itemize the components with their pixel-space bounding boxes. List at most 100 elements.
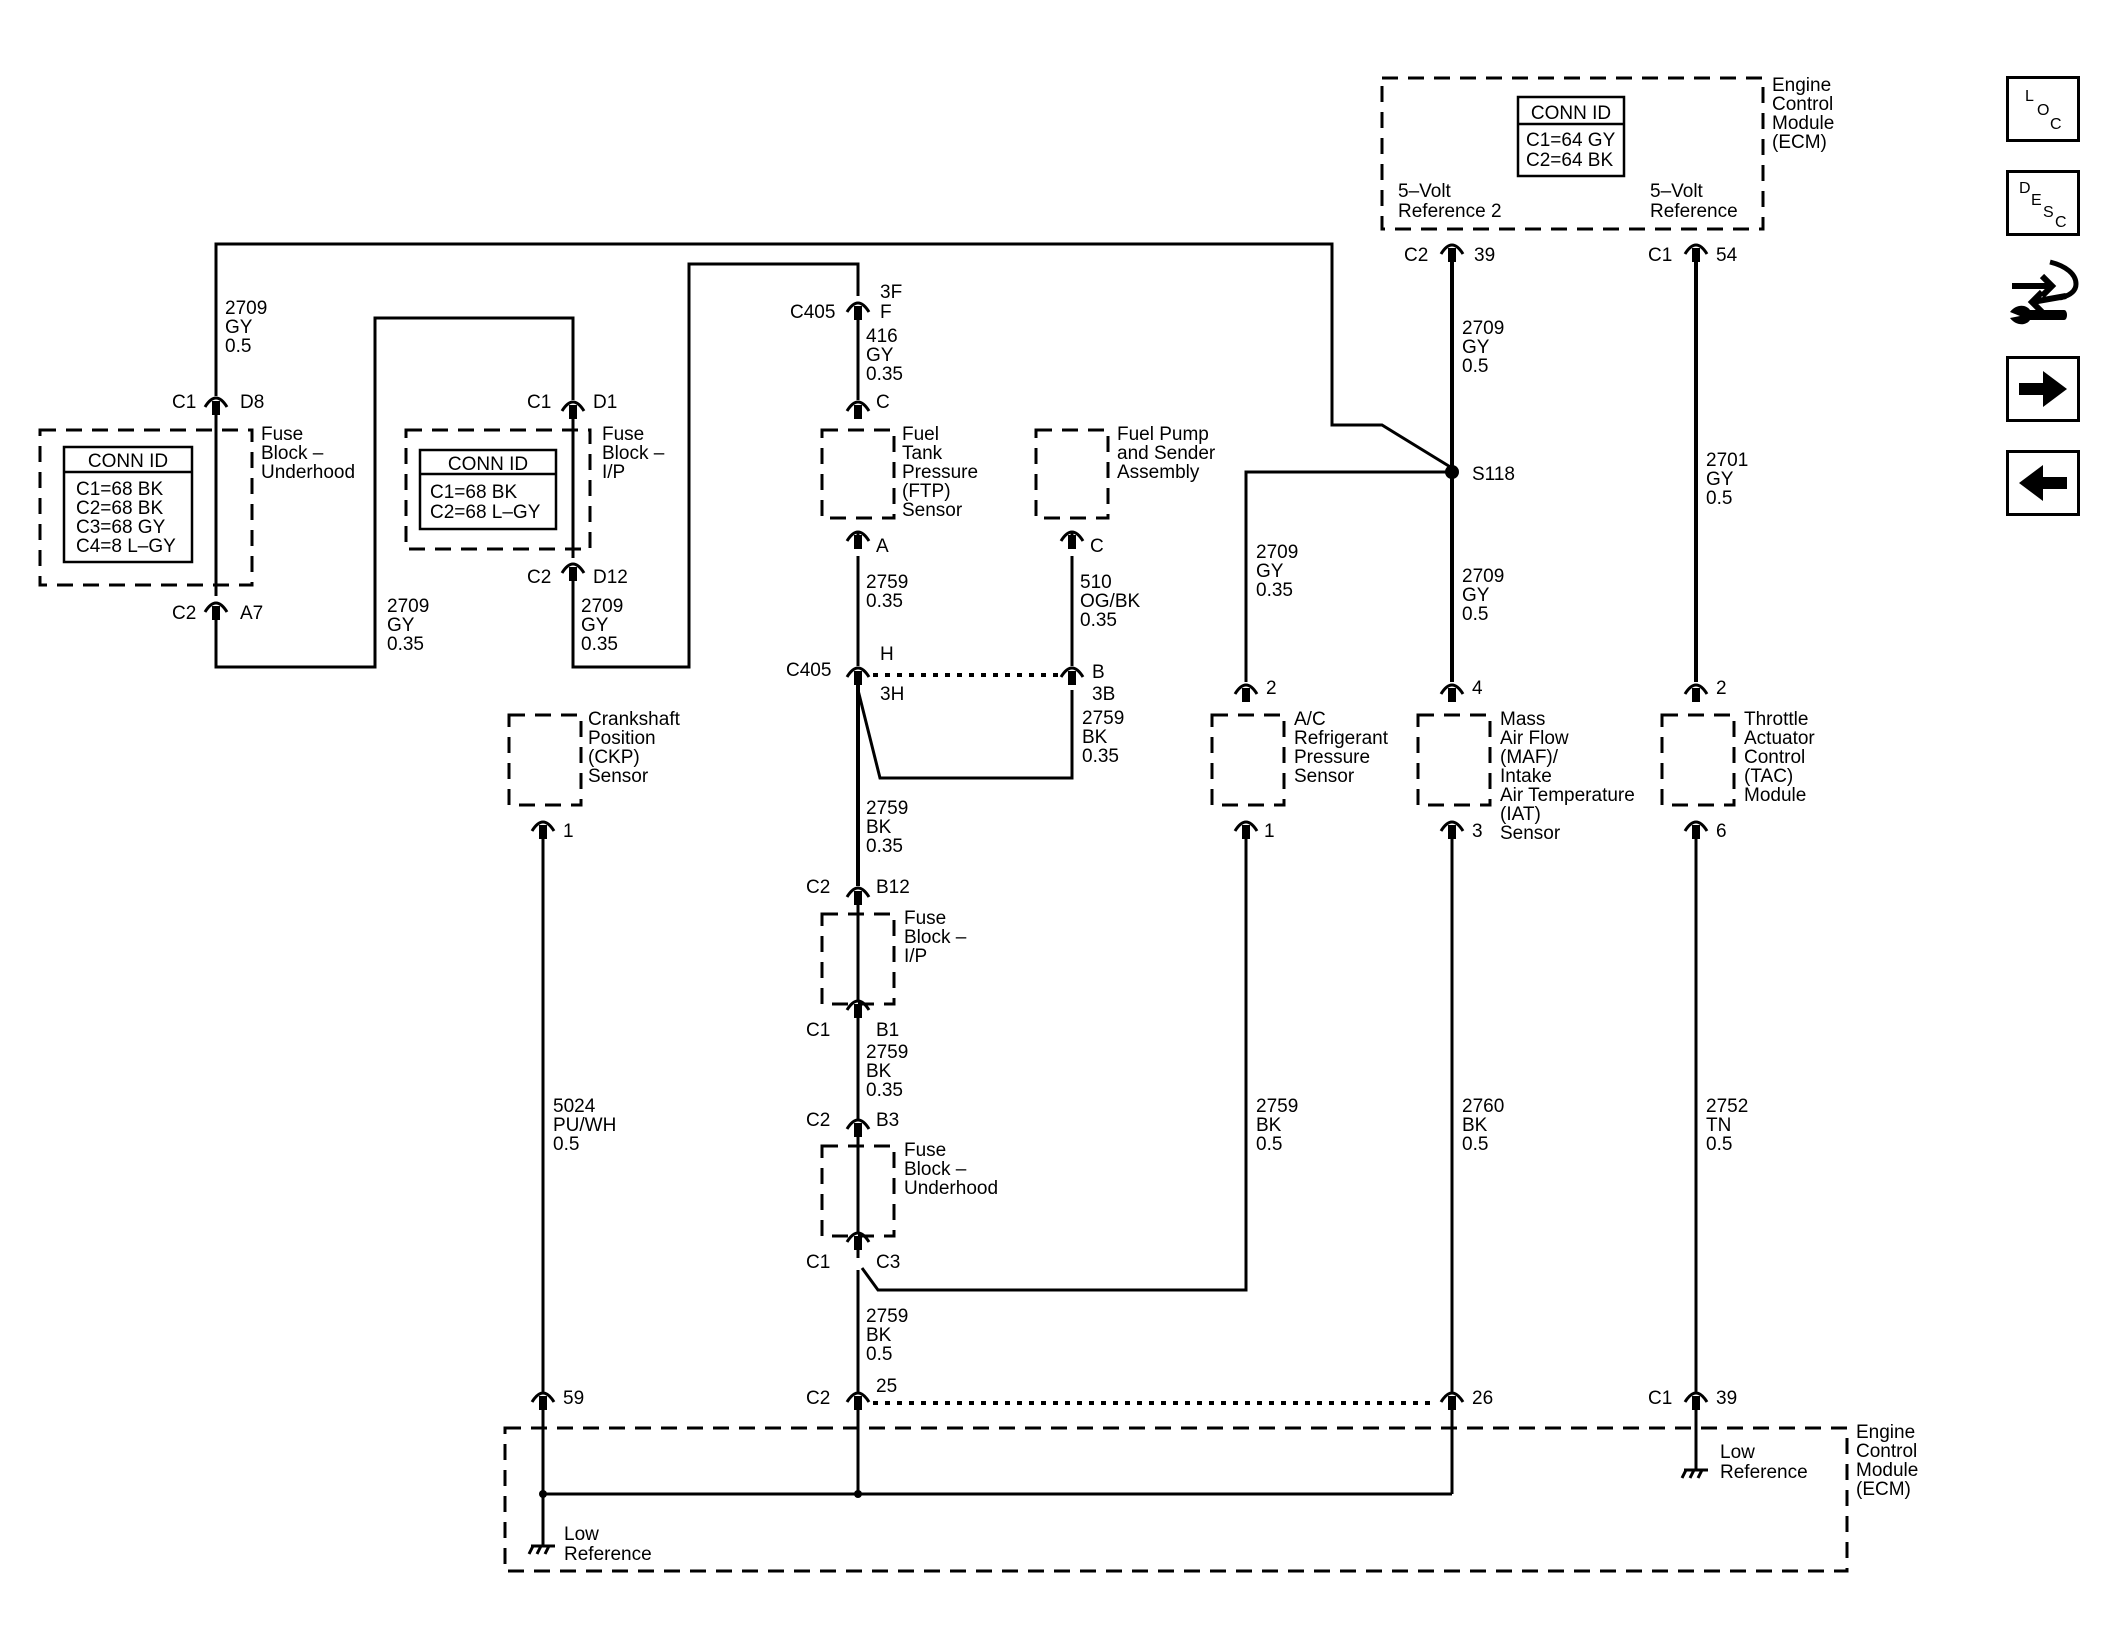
wires — [214, 242, 1698, 1546]
connector-terminal — [1683, 243, 1709, 262]
fb-ip-title: Fuse — [602, 424, 644, 445]
ac-label: Pressure — [1294, 747, 1370, 768]
wire-labels: 2709 GY 0.5 2709 GY 0.35 2709 GY 0.35 41… — [225, 298, 1748, 1365]
tac-label: Throttle — [1744, 709, 1808, 730]
ecm-bottom: Engine Control Module (ECM) Low Referenc… — [503, 1422, 1918, 1573]
connector-terminal — [845, 1391, 871, 1410]
ftp-label: Tank — [902, 443, 943, 464]
ftp-label: Pressure — [902, 462, 978, 483]
connector-terminal — [845, 666, 871, 685]
fuse-block-ip: CONN ID C1=68 BK C2=68 L–GY Fuse Block –… — [404, 424, 665, 551]
fb-uh-lower-label: Underhood — [904, 1178, 998, 1199]
connector-terminal — [845, 999, 871, 1018]
connector-label: C2 — [806, 877, 830, 898]
arrow-right-icon — [2019, 371, 2067, 407]
ckp-label: Position — [588, 728, 656, 749]
connector-label: C1 — [527, 392, 551, 413]
wire-label: 0.35 — [866, 364, 903, 385]
wire-label: BK — [1082, 727, 1108, 748]
wire-label: 2709 — [581, 596, 623, 617]
fuel-pump-label: Fuel Pump — [1117, 424, 1209, 445]
connector-label: C2 — [806, 1110, 830, 1131]
fb-ip-title: I/P — [602, 462, 625, 483]
ac-label: A/C — [1294, 709, 1326, 730]
connector-label: C2 — [806, 1388, 830, 1409]
ecm-title: Control — [1772, 94, 1833, 115]
fb-uh-title: Block – — [261, 443, 324, 464]
wire-label: PU/WH — [553, 1115, 616, 1136]
pin-label: 39 — [1474, 245, 1495, 266]
pin-label: C — [1090, 536, 1104, 557]
ecm-title: Module — [1772, 113, 1834, 134]
wire-label: 0.5 — [1256, 1134, 1282, 1155]
fb-uh-conn-id-heading: CONN ID — [88, 451, 168, 472]
ftp-label: Fuel — [902, 424, 939, 445]
connector-terminal — [845, 1231, 871, 1250]
wire-label: 0.5 — [553, 1134, 579, 1155]
maf-label: Sensor — [1500, 823, 1561, 844]
wire-label: TN — [1706, 1115, 1731, 1136]
arrow-left-icon — [2019, 465, 2067, 501]
ecm-bottom-title: (ECM) — [1856, 1479, 1911, 1500]
wire-label: GY — [866, 345, 894, 366]
ecm-top: CONN ID C1=64 GY C2=64 BK Engine Control… — [1380, 75, 1834, 231]
ftp-label: Sensor — [902, 500, 963, 521]
ground-symbols — [527, 1468, 1708, 1555]
pin-label: 39 — [1716, 1388, 1737, 1409]
wire-label: BK — [866, 1061, 892, 1082]
low-reference-label: Low — [1720, 1442, 1755, 1463]
pin-label: B1 — [876, 1020, 899, 1041]
ecm-bottom-title: Module — [1856, 1460, 1918, 1481]
wire-label: GY — [1706, 469, 1734, 490]
splice-label: S118 — [1472, 464, 1515, 485]
pin-label: A7 — [240, 603, 263, 624]
connector-label: C405 — [786, 660, 831, 681]
wire-label: BK — [866, 817, 892, 838]
fb-ip-title: Block – — [602, 443, 665, 464]
location-button[interactable]: L O C — [2006, 76, 2080, 142]
wire-label: 2752 — [1706, 1096, 1748, 1117]
tac-label: Actuator — [1744, 728, 1815, 749]
connector-terminal — [1059, 666, 1085, 685]
next-button[interactable] — [2006, 356, 2080, 422]
tools-button[interactable] — [2006, 258, 2080, 325]
previous-button[interactable] — [2006, 450, 2080, 516]
description-button[interactable]: D E S C — [2006, 170, 2080, 236]
ground-icon — [527, 1544, 555, 1555]
fb-uh-conn-id-row: C2=68 BK — [76, 498, 163, 519]
wire-label: 510 — [1080, 572, 1112, 593]
pin-label: C — [876, 392, 890, 413]
fuse-block-underhood: CONN ID C1=68 BK C2=68 BK C3=68 GY C4=8 … — [38, 424, 355, 587]
ftp-label: (FTP) — [902, 481, 951, 502]
wire-label: 2709 — [1256, 542, 1298, 563]
ecm-bottom-title: Engine — [1856, 1422, 1915, 1443]
splice-s118 — [1445, 465, 1459, 479]
wire-label: GY — [1462, 337, 1490, 358]
wire-label: 0.35 — [581, 634, 618, 655]
connector-terminal — [1683, 820, 1709, 839]
ecm-conn-id-row: C2=64 BK — [1526, 150, 1613, 171]
connector-label: C1 — [806, 1020, 830, 1041]
fb-ip-conn-id-heading: CONN ID — [448, 454, 528, 475]
connector-terminal — [1233, 683, 1259, 702]
ac-sensor-box — [1210, 713, 1286, 807]
wire-label: 0.35 — [387, 634, 424, 655]
pin-label: 6 — [1716, 821, 1727, 842]
ecm-conn-id-row: C1=64 GY — [1526, 130, 1616, 151]
wire-label: 0.35 — [1082, 746, 1119, 767]
ckp-sensor-box — [507, 713, 583, 807]
connector-label: C2 — [527, 567, 551, 588]
loc-icon: L O C — [2025, 88, 2062, 133]
fuel-pump-label: Assembly — [1117, 462, 1200, 483]
fb-uh-conn-id-row: C1=68 BK — [76, 479, 163, 500]
connector-terminal — [1439, 683, 1465, 702]
connector-terminal — [203, 601, 229, 620]
wire-label: 416 — [866, 326, 898, 347]
ecm-ref-label: 5–Volt — [1650, 181, 1704, 202]
connector-label: C405 — [790, 302, 835, 323]
component-labels: Fuel Tank Pressure (FTP) Sensor Fuel Pum… — [588, 424, 1815, 1199]
connector-terminal — [1233, 820, 1259, 839]
wire-label: 0.35 — [1080, 610, 1117, 631]
fb-uh-conn-id-row: C4=8 L–GY — [76, 536, 176, 557]
